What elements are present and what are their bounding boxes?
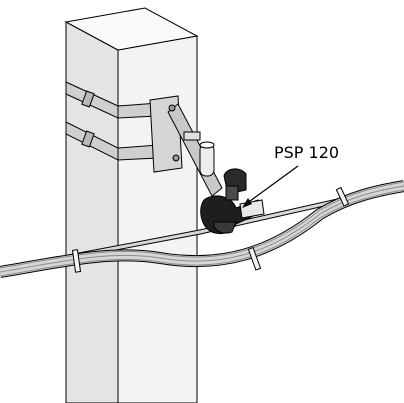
bracket-bolt-top [168,104,176,112]
bracket-tab [183,131,201,141]
clamp-model-label: PSP 120 [274,143,339,162]
pole-straps [65,81,159,161]
bracket [149,95,223,197]
lower-buckle [81,130,95,148]
clamp-bolt [225,185,239,201]
cable-strand-2 [0,185,404,273]
callout: PSP 120 [242,143,339,208]
cable-strand-1 [0,181,404,269]
cable-tie-right [247,246,262,271]
pole-top-face [64,7,199,51]
bracket-pin [199,143,215,177]
cable-tie-far [335,186,350,207]
callout-leader-line [245,165,299,205]
upper-buckle [81,90,95,108]
callout-arrowhead [242,198,252,208]
pole-right-face [117,35,198,403]
cable-tie-left [71,249,82,273]
clamp-housing [239,199,265,219]
pole-left-face [65,21,119,403]
pole [64,7,199,403]
lower-strap-right [117,144,159,161]
bracket-pin-top [199,141,215,149]
cable-bundle [0,180,404,278]
bracket-bolt-bottom [172,154,180,162]
clamp-jaw [213,221,237,234]
